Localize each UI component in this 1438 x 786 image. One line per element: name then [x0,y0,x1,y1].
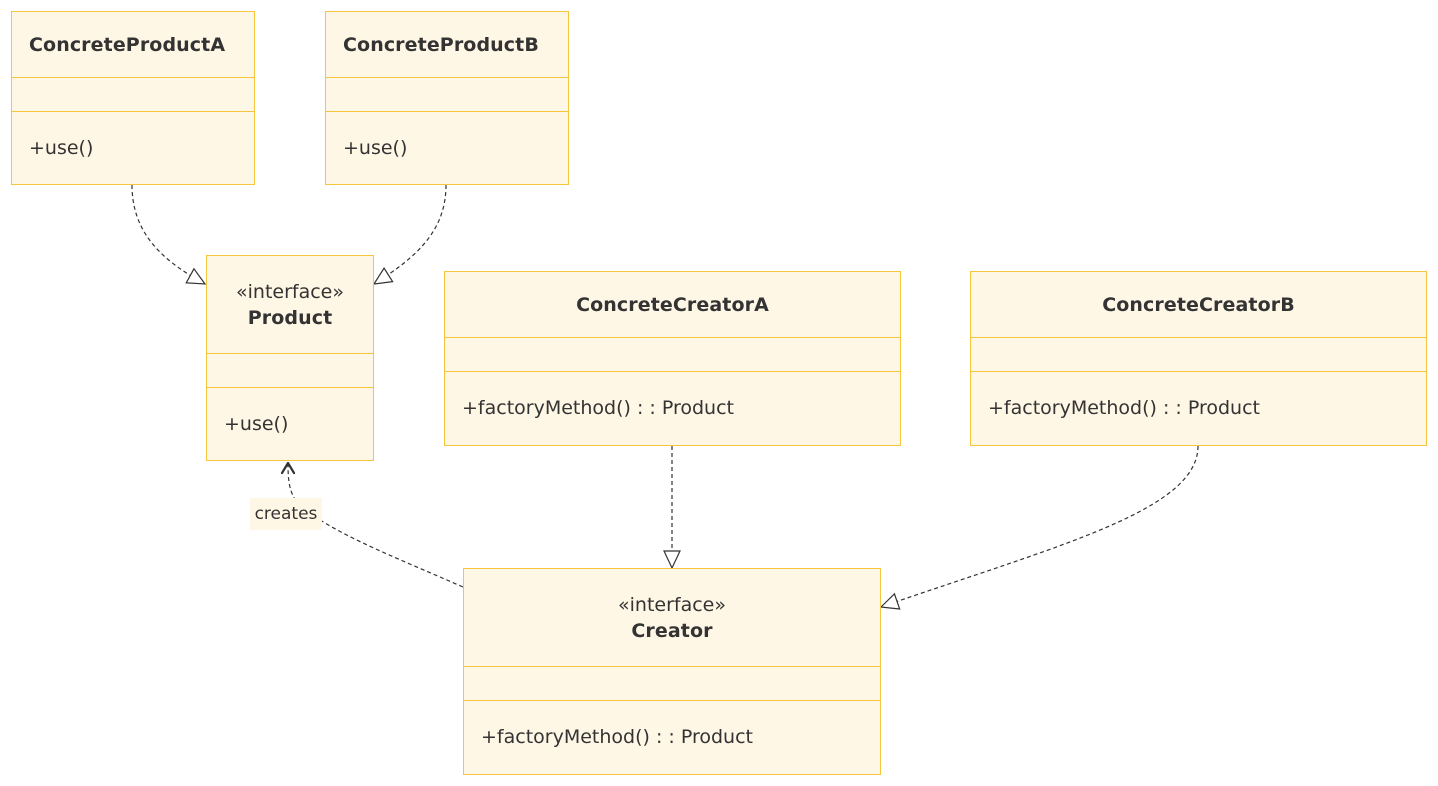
realization-product-a-to-product [131,184,207,285]
class-header: ConcreteProductA [12,12,254,78]
class-name: ConcreteProductB [343,33,539,56]
class-concrete-product-a[interactable]: ConcreteProductA +use() [11,11,255,185]
class-name: ConcreteCreatorA [576,293,769,316]
interface-creator[interactable]: «interface» Creator +factoryMethod() : :… [463,568,881,775]
method-use: +use() [29,137,94,159]
methods-compartment: +factoryMethod() : : Product [971,372,1426,444]
stereotype-label: «interface» [618,593,726,616]
method-factory-method: +factoryMethod() : : Product [462,397,734,419]
method-use: +use() [224,413,289,435]
attributes-compartment [464,667,880,701]
method-factory-method: +factoryMethod() : : Product [988,397,1260,419]
stereotype-label: «interface» [236,280,344,303]
class-name: ConcreteCreatorB [1102,293,1295,316]
class-concrete-product-b[interactable]: ConcreteProductB +use() [325,11,569,185]
attributes-compartment [207,354,373,388]
class-concrete-creator-a[interactable]: ConcreteCreatorA +factoryMethod() : : Pr… [444,271,901,446]
realization-product-b-to-product [372,184,447,285]
methods-compartment: +use() [12,112,254,184]
class-header: ConcreteCreatorB [971,272,1426,338]
methods-compartment: +use() [326,112,568,184]
attributes-compartment [12,78,254,112]
attributes-compartment [326,78,568,112]
class-header: «interface» Product [207,256,373,354]
realization-creator-b-to-creator [879,445,1199,610]
methods-compartment: +use() [207,388,373,460]
class-name: ConcreteProductA [29,33,226,56]
class-name: Creator [631,619,713,642]
class-name: Product [247,306,333,329]
attributes-compartment [971,338,1426,372]
creates-relationship-label: creates [250,498,322,530]
class-header: «interface» Creator [464,569,880,667]
method-use: +use() [343,137,408,159]
attributes-compartment [445,338,900,372]
method-factory-method: +factoryMethod() : : Product [481,726,753,748]
class-header: ConcreteCreatorA [445,272,900,338]
class-header: ConcreteProductB [326,12,568,78]
methods-compartment: +factoryMethod() : : Product [464,701,880,773]
methods-compartment: +factoryMethod() : : Product [445,372,900,444]
class-concrete-creator-b[interactable]: ConcreteCreatorB +factoryMethod() : : Pr… [970,271,1427,446]
interface-product[interactable]: «interface» Product +use() [206,255,374,461]
